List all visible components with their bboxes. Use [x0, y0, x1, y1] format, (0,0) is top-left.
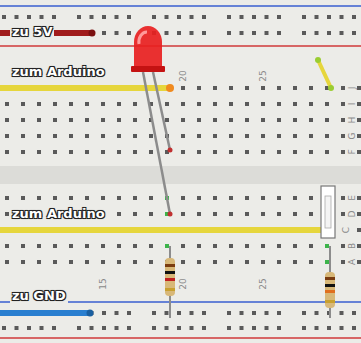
row-letter: G [347, 132, 357, 141]
column-number: 15 [98, 277, 108, 290]
row-letter: C [341, 226, 351, 234]
row-letter: I [347, 102, 357, 107]
wire-label: zum Arduino [10, 206, 107, 221]
row-letter: E [347, 194, 357, 202]
row-letter: D [347, 210, 357, 219]
row-letter: A [347, 258, 357, 266]
column-number: 25 [258, 277, 268, 290]
row-letter: H [347, 116, 357, 125]
wire-label: zu 5V [10, 24, 54, 39]
row-letter: F [347, 148, 357, 155]
column-number: 20 [178, 69, 188, 82]
wire-label: zu GND [10, 288, 68, 303]
wire-label: zum Arduino [10, 64, 107, 79]
row-letter: J [347, 86, 357, 91]
row-letter: B [347, 242, 357, 250]
column-number: 25 [258, 69, 268, 82]
column-number: 20 [178, 277, 188, 290]
